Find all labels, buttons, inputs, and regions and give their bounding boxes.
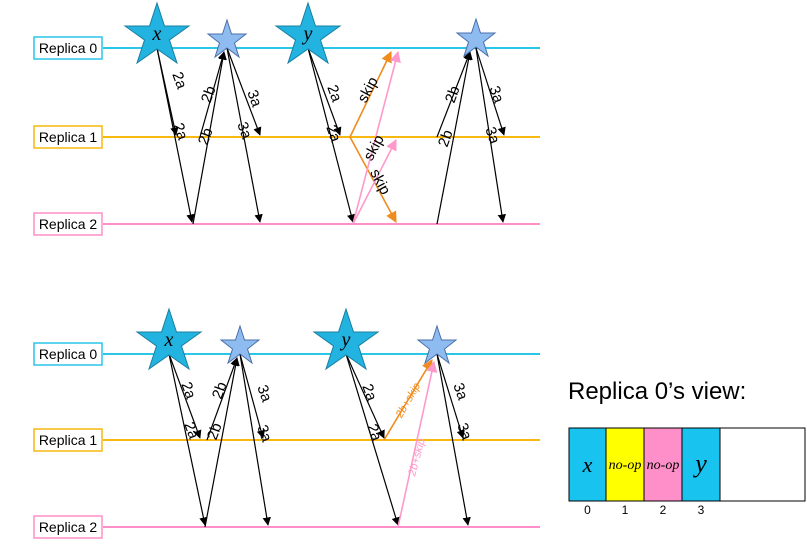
bottom-replica1-box: Replica 1	[33, 428, 103, 452]
top-label-3a-4: 3a	[481, 125, 503, 147]
log-cell-3-index: 3	[698, 503, 705, 517]
top-star-x-letter: x	[152, 23, 162, 45]
bottom-arrow-3a-2	[239, 353, 271, 526]
bottom-arrow-3a-3	[436, 353, 465, 439]
top-arrow-2a-3	[307, 47, 342, 136]
bottom-replica0-box: Replica 0	[33, 342, 103, 366]
bottom-label-2b-upper: 2b	[209, 380, 231, 401]
bottom-label-2b-skip-pink: 2b+skip	[406, 437, 428, 478]
top-replica1-box: Replica 1	[33, 125, 103, 149]
log-cell-0-text: x	[582, 452, 593, 477]
bottom-label-3a-right: 3a	[253, 423, 275, 445]
log-cell-3: y 3	[681, 427, 721, 517]
bottom-arrow-3a-4	[436, 353, 471, 526]
bottom-label-2a-lower: 2a	[180, 420, 202, 442]
top-star-y: y	[274, 1, 342, 65]
top-label-2a-upper: 2a	[168, 70, 190, 92]
top-arrow-2b-4	[436, 51, 472, 138]
log-cell-1-index: 1	[622, 503, 629, 517]
bottom-replica2-box: Replica 2	[33, 515, 103, 539]
log-cell-0-index: 0	[584, 503, 591, 517]
bottom-replica2-label: Replica 2	[39, 519, 98, 535]
top-replica0-label: Replica 0	[39, 40, 98, 56]
top-arrow-3a-1	[226, 47, 262, 136]
bottom-arrow-2a-4	[345, 353, 400, 526]
top-label-2a-lower: 2a	[169, 121, 191, 143]
log-cell-1: no-op 1	[605, 427, 645, 517]
top-label-2a-y-upper: 2a	[323, 83, 345, 105]
top-arrow-3a-4	[475, 47, 506, 223]
bottom-star-light-2	[416, 324, 458, 365]
top-label-2b-upper: 2b	[198, 84, 220, 105]
log-cell-2: no-op 2	[643, 427, 683, 517]
top-skip-orange-up	[349, 50, 392, 138]
bottom-label-2a-y-upper: 2a	[358, 382, 380, 404]
top-arrow-2a-2	[156, 47, 179, 136]
top-diagram: Replica 0 Replica 1 Replica 2 2a 2a 2b 2…	[33, 1, 540, 236]
top-star-y-letter: y	[302, 23, 313, 45]
log-cell-2-text: no-op	[647, 458, 680, 473]
bottom-star-x: x	[135, 307, 203, 371]
top-arrow-2b-2	[199, 51, 226, 138]
bottom-diagram: Replica 0 Replica 1 Replica 2 2a 2a 2b 2…	[33, 307, 540, 539]
top-star-light-2	[455, 17, 497, 58]
bottom-label-2a-y-lower: 2a	[363, 422, 385, 444]
top-label-2a-y-lower: 2a	[322, 123, 344, 145]
bottom-arrow-2a-2	[168, 353, 202, 439]
top-star-x: x	[123, 1, 191, 65]
bottom-label-2b-skip-orange: 2b+skip	[393, 381, 423, 421]
top-arrow-2b-3	[436, 51, 473, 225]
bottom-star-light-1	[219, 324, 261, 365]
bottom-arrow-2b-2	[206, 357, 239, 441]
bottom-star-x-letter: x	[164, 329, 174, 351]
bottom-replica0-label: Replica 0	[39, 346, 98, 362]
log-cell-1-text: no-op	[609, 458, 642, 473]
top-skip-pink-up-1	[352, 50, 401, 225]
top-label-3a-left: 3a	[243, 88, 265, 110]
bottom-label-3a-3: 3a	[449, 381, 471, 403]
log-cell-0: x 0	[568, 427, 607, 517]
bottom-label-3a-4: 3a	[453, 421, 475, 443]
bottom-star-y-letter: y	[340, 329, 351, 351]
top-replica2-box: Replica 2	[33, 212, 103, 236]
bottom-arrow-2a-1	[168, 353, 208, 526]
replica0-view: Replica 0’s view: x 0 no-op 1 no-op 2 y …	[568, 378, 806, 517]
top-arrow-3a-3	[475, 47, 506, 136]
top-replica1-label: Replica 1	[39, 129, 98, 145]
bottom-label-3a-left: 3a	[253, 383, 275, 405]
top-skip-pink-up-2	[352, 139, 397, 225]
top-label-2b-3: 2b	[442, 84, 464, 105]
top-skip-orange-down	[349, 136, 397, 223]
bottom-arrow-2b-1	[204, 357, 240, 528]
top-star-light-1	[206, 18, 248, 59]
bottom-arrow-2a-3	[345, 353, 385, 439]
top-label-3a-right: 3a	[233, 120, 255, 142]
bottom-label-2b-lower: 2b	[204, 421, 226, 442]
top-label-skip-3: skip	[366, 166, 394, 198]
log-cell-3-text: y	[692, 449, 707, 478]
top-arrow-3a-2	[226, 47, 263, 223]
bottom-replica1-label: Replica 1	[39, 432, 98, 448]
top-label-2b-4: 2b	[435, 128, 457, 149]
top-arrow-2a-4	[307, 47, 356, 223]
bottom-label-2a-upper: 2a	[177, 380, 199, 402]
bottom-arrow-3a-1	[239, 353, 266, 439]
top-arrow-2b-1	[192, 51, 227, 225]
top-label-2b-lower: 2b	[195, 126, 217, 147]
bottom-star-y: y	[312, 307, 380, 371]
top-replica0-box: Replica 0	[33, 36, 103, 60]
bottom-skip-orange	[383, 359, 433, 441]
bottom-skip-pink	[397, 360, 438, 528]
view-title: Replica 0’s view:	[568, 378, 746, 405]
log-cell-2-index: 2	[660, 503, 667, 517]
top-label-3a-3: 3a	[485, 84, 507, 106]
top-replica2-label: Replica 2	[39, 216, 98, 232]
